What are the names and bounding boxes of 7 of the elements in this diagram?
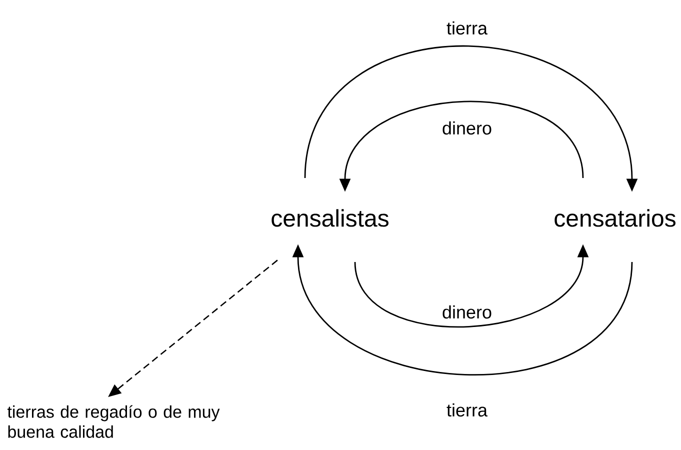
edge-label: dinero bbox=[440, 120, 494, 136]
node-label: censalistas bbox=[272, 209, 388, 227]
node-label: tierras de regadío o de muy buena calidad bbox=[7, 405, 220, 438]
edge-label: dinero bbox=[440, 304, 494, 320]
edge-label: tierra bbox=[446, 20, 488, 36]
node-label: censatarios bbox=[554, 209, 676, 227]
edge-label: tierra bbox=[446, 402, 488, 418]
